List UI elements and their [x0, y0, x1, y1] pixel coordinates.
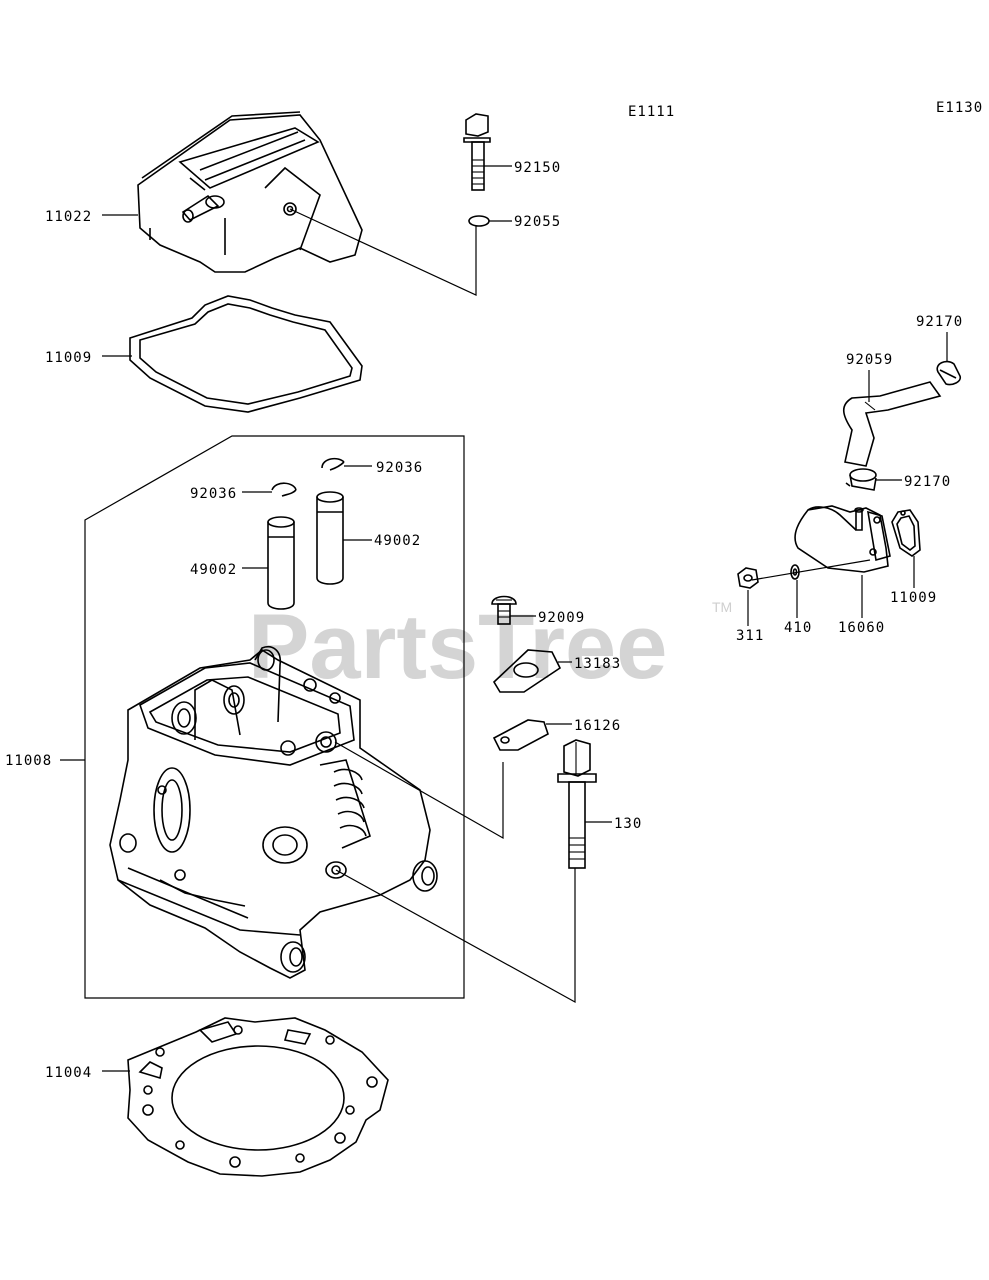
label-92009[interactable]: 92009: [538, 610, 585, 626]
intake-pipe-16060-part[interactable]: [794, 505, 891, 573]
label-92036-right[interactable]: 92036: [376, 460, 423, 476]
clamp-92170-mid-part[interactable]: [845, 468, 877, 491]
head-gasket-11004-part[interactable]: [127, 1017, 389, 1177]
gasket-11009-small-part[interactable]: [891, 509, 921, 557]
gasket-16126-part[interactable]: [492, 719, 549, 751]
label-11022[interactable]: 11022: [45, 209, 92, 225]
label-311[interactable]: 311: [736, 628, 764, 644]
cover-gasket-part[interactable]: [129, 295, 363, 413]
label-92170-mid[interactable]: 92170: [904, 474, 951, 490]
label-92170-top[interactable]: 92170: [916, 314, 963, 330]
label-13183[interactable]: 13183: [574, 656, 621, 672]
label-16126[interactable]: 16126: [574, 718, 621, 734]
valve-cover-part[interactable]: [137, 111, 363, 273]
watermark-trademark: TM: [712, 599, 732, 615]
label-92059[interactable]: 92059: [846, 352, 893, 368]
label-11009-small[interactable]: 11009: [890, 590, 937, 606]
hose-92059-part[interactable]: [842, 381, 942, 467]
diagram-code-right: E1130: [936, 100, 983, 116]
cylinder-head-assembly-frame: [84, 435, 465, 999]
clamp-92170-top-part[interactable]: [936, 360, 962, 386]
label-16060[interactable]: 16060: [838, 620, 885, 636]
diagram-code-left: E1111: [628, 104, 675, 120]
screw-92009-part[interactable]: [491, 595, 517, 625]
label-49002-right[interactable]: 49002: [374, 533, 421, 549]
cylinder-head-part[interactable]: [109, 646, 438, 979]
label-11008[interactable]: 11008: [5, 753, 52, 769]
washer-92055-part[interactable]: [468, 215, 490, 227]
label-49002-left[interactable]: 49002: [190, 562, 237, 578]
label-92150[interactable]: 92150: [514, 160, 561, 176]
label-130[interactable]: 130: [614, 816, 642, 832]
label-11004[interactable]: 11004: [45, 1065, 92, 1081]
retainer-92036-left-part[interactable]: [271, 482, 297, 497]
plate-13183-part[interactable]: [492, 649, 562, 693]
retainer-92036-right-part[interactable]: [321, 457, 345, 471]
head-bolt-130-part[interactable]: [557, 739, 597, 869]
watermark-logo: PartsTree: [248, 596, 667, 698]
washer-410-part[interactable]: [790, 564, 800, 580]
label-92055[interactable]: 92055: [514, 214, 561, 230]
valve-guide-49002-right-part[interactable]: [316, 491, 344, 585]
label-11009-gasket[interactable]: 11009: [45, 350, 92, 366]
label-410[interactable]: 410: [784, 620, 812, 636]
bolt-92150-part[interactable]: [463, 113, 491, 191]
label-92036-left[interactable]: 92036: [190, 486, 237, 502]
valve-guide-49002-left-part[interactable]: [267, 516, 295, 610]
nut-311-part[interactable]: [737, 567, 759, 589]
